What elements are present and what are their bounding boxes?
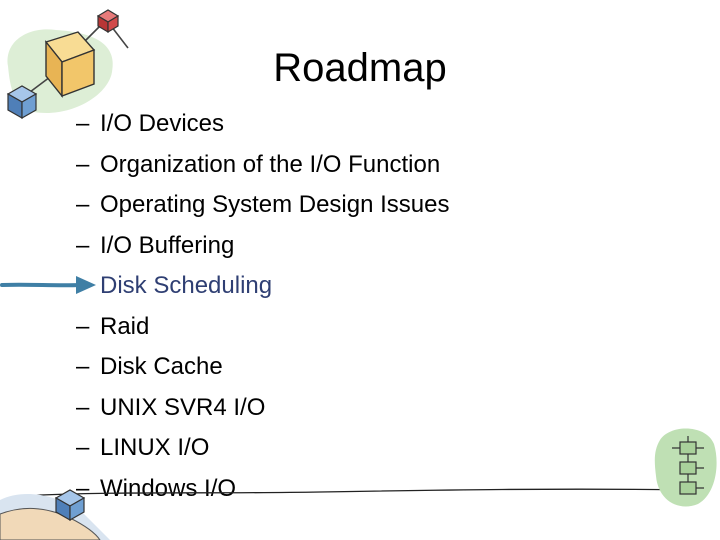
yellow-cube-icon (44, 31, 96, 98)
bullet-marker: – (76, 353, 90, 380)
topic-label: Operating System Design Issues (100, 191, 450, 218)
slide-title: Roadmap (273, 46, 447, 90)
topic-label: Organization of the I/O Function (100, 150, 441, 178)
topic-label: I/O Buffering (100, 231, 235, 259)
topic-label: LINUX I/O (100, 434, 210, 461)
topic-label: I/O Devices (100, 110, 225, 137)
topic-item-current: –Disk Scheduling (76, 266, 450, 307)
bullet-marker: – (76, 312, 90, 340)
bullet-marker: – (76, 110, 90, 137)
network-cubes-illustration (6, 9, 129, 120)
topic-label: UNIX SVR4 I/O (100, 393, 266, 421)
blue-cube-icon (54, 489, 86, 522)
topic-item: –UNIX SVR4 I/O (76, 388, 450, 429)
topic-item: –Windows I/O (76, 469, 450, 510)
topic-item: –Operating System Design Issues (76, 185, 450, 226)
bullet-marker: – (76, 393, 90, 421)
topic-label: Disk Cache (100, 353, 223, 380)
topic-item: –LINUX I/O (76, 428, 450, 469)
bullet-marker: – (76, 231, 90, 259)
topic-label: Raid (100, 312, 150, 340)
arrow-pointer-icon (0, 276, 96, 294)
hand-drawn-underline (19, 488, 697, 497)
hand-holding-cube-illustration (0, 489, 110, 540)
bullet-marker: – (76, 434, 90, 461)
blue-cube-icon (6, 85, 38, 120)
topic-item: –I/O Buffering (76, 226, 450, 267)
topic-item: –I/O Devices (76, 104, 450, 145)
topic-label: Disk Scheduling (100, 272, 273, 299)
topic-list: –I/O Devices –Organization of the I/O Fu… (76, 104, 450, 509)
topic-item: –Organization of the I/O Function (76, 145, 450, 186)
bullet-marker: – (76, 150, 90, 178)
topic-item: –Raid (76, 307, 450, 348)
stacked-blocks-illustration (654, 428, 717, 507)
bullet-marker: – (76, 191, 90, 218)
red-cube-icon (96, 9, 120, 34)
topic-label: Windows I/O (100, 474, 237, 502)
topic-item: –Disk Cache (76, 347, 450, 388)
